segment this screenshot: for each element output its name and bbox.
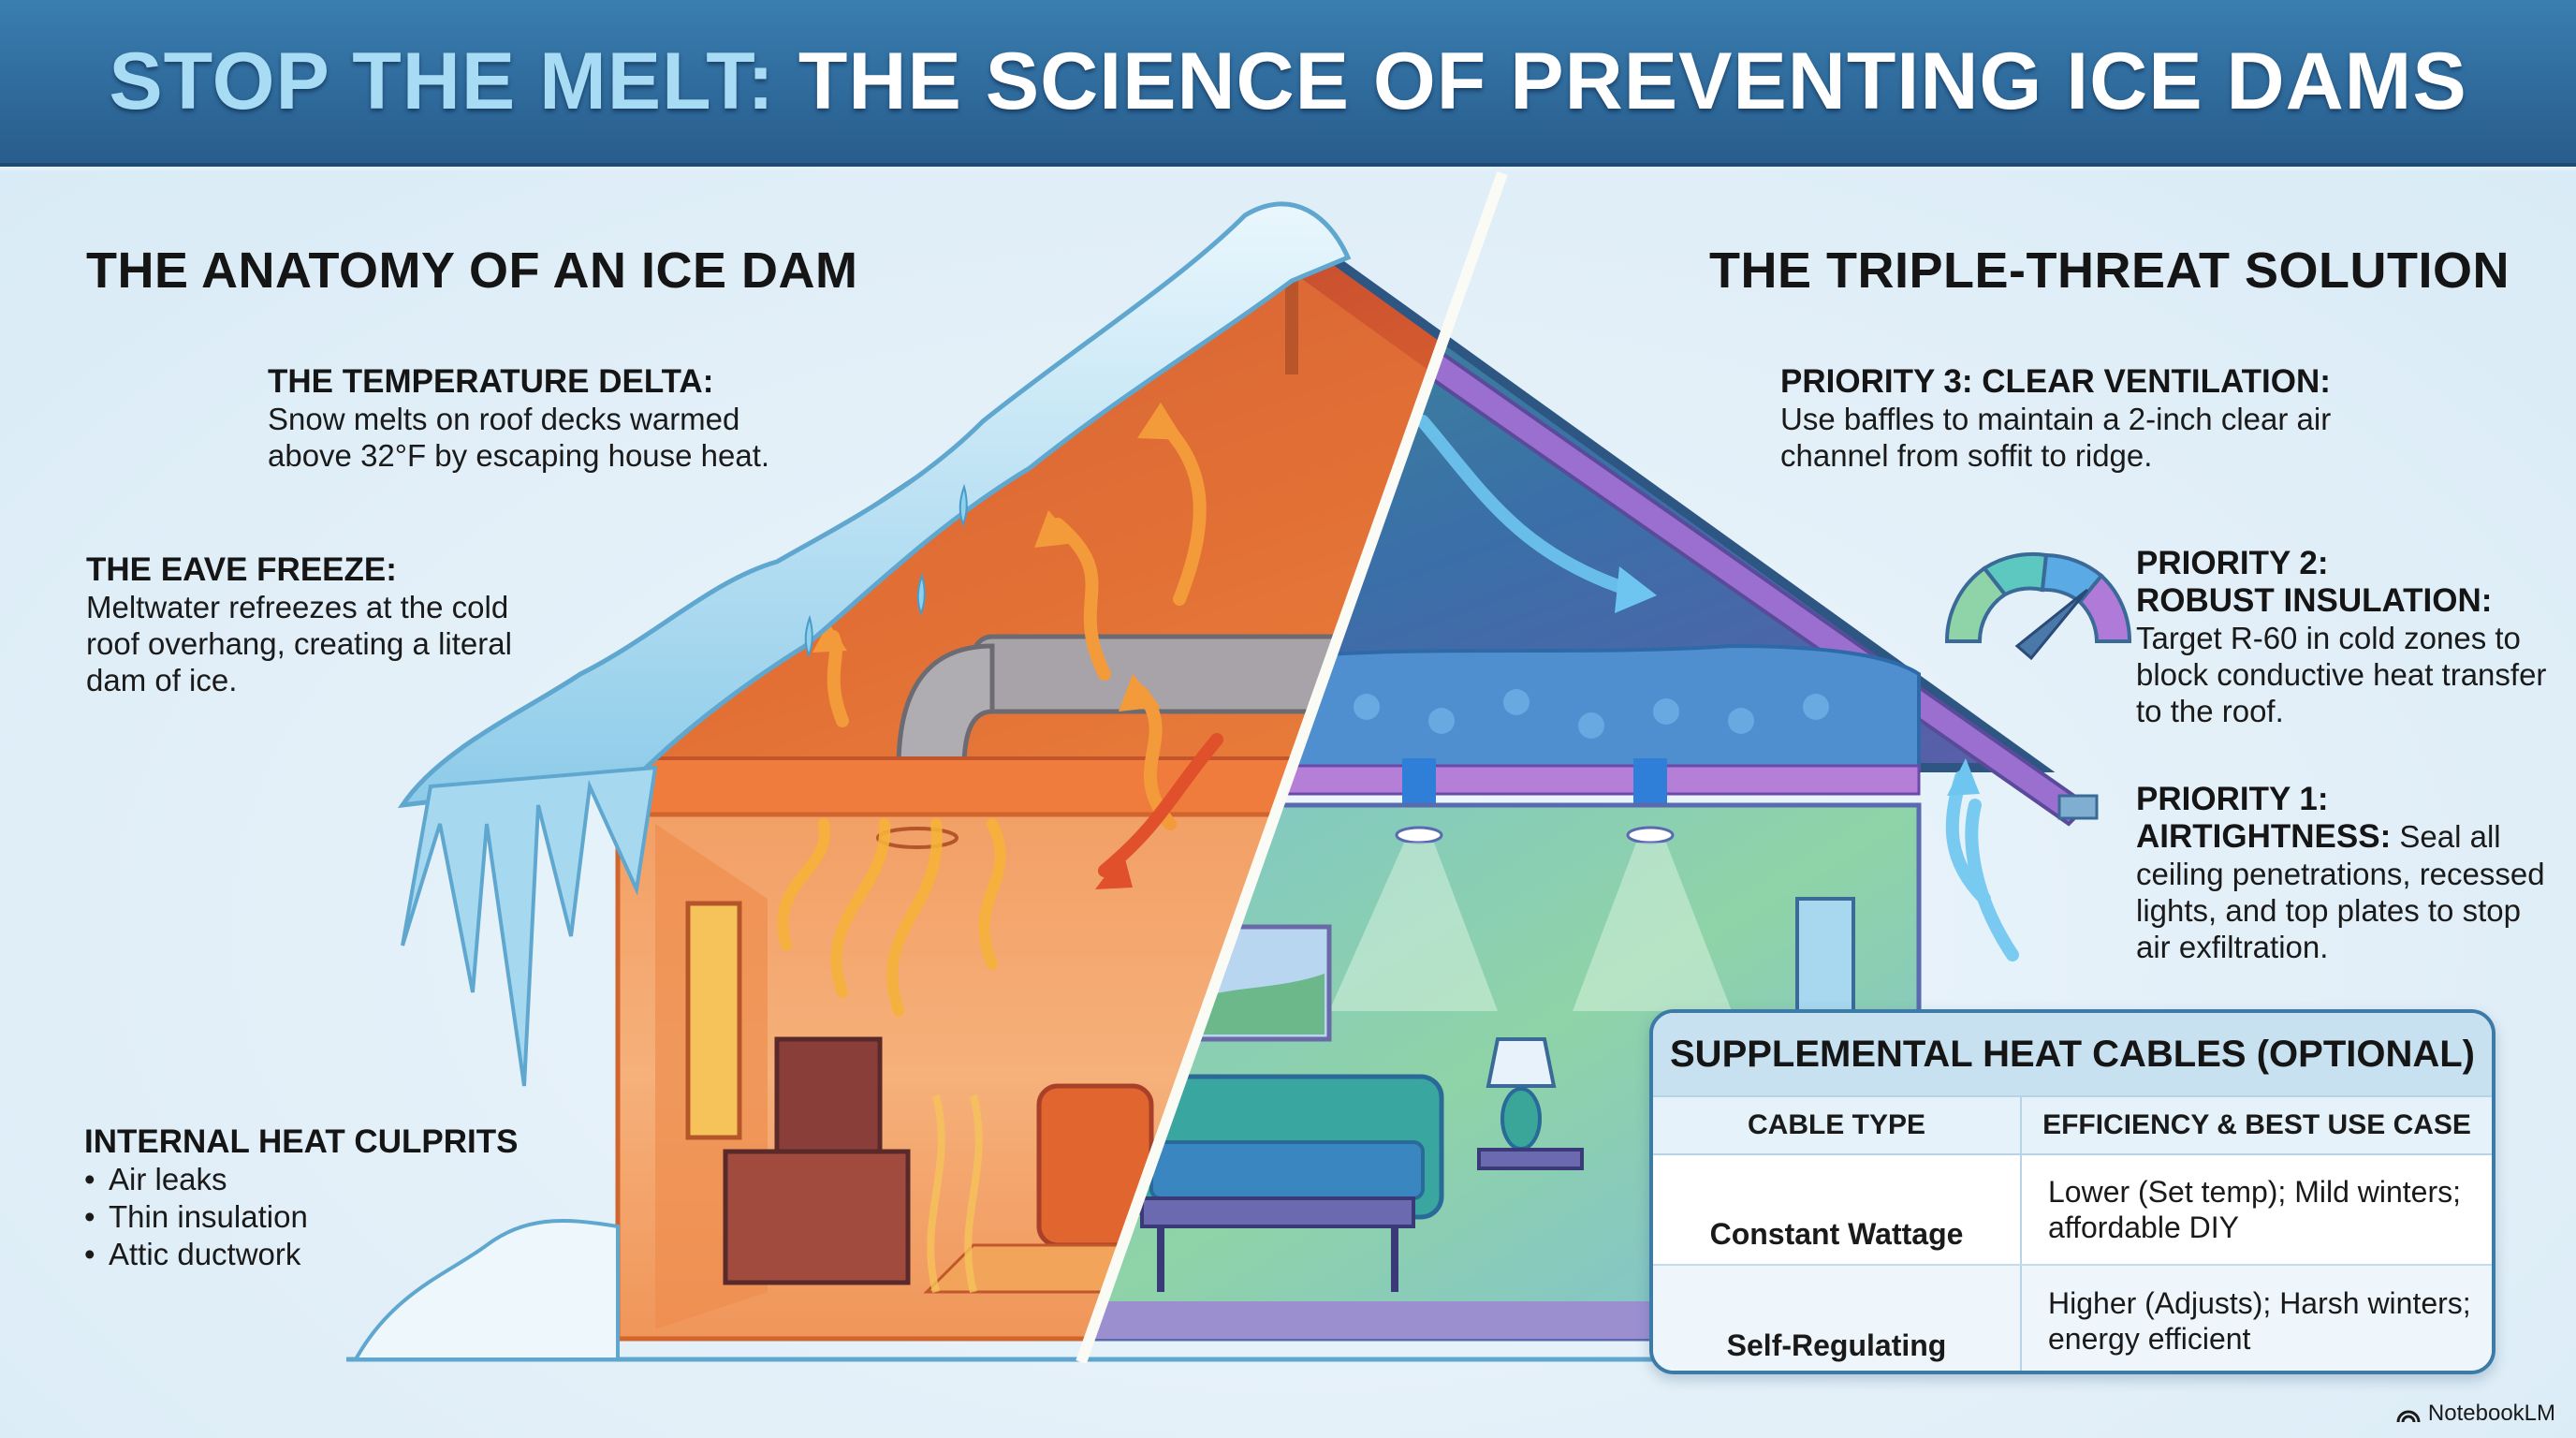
temperature-delta-body: Snow melts on roof decks warmed above 32… <box>268 402 770 473</box>
heat-cables-table: SUPPLEMENTAL HEAT CABLES (OPTIONAL) CABL… <box>1649 1009 2496 1374</box>
priority-1-body: ceiling penetrations, recessed lights, a… <box>2136 857 2545 964</box>
cable-efficiency-desc: Lower (Set temp); Mild winters; affordab… <box>2048 1175 2462 1244</box>
gauge-icon <box>1944 551 2132 661</box>
infographic-canvas: THE ANATOMY OF AN ICE DAM THE TEMPERATUR… <box>0 170 2576 1438</box>
culprits-list: Air leaks Thin insulation Attic ductwork <box>84 1161 534 1273</box>
notebooklm-logo-icon <box>2396 1410 2421 1423</box>
priority-2-block: PRIORITY 2: ROBUST INSULATION: Target R-… <box>2136 545 2548 729</box>
warm-house-half <box>352 201 1498 1361</box>
eave-freeze-block: THE EAVE FREEZE: Meltwater refreezes at … <box>86 551 517 698</box>
notebooklm-watermark: NotebookLM <box>2396 1401 2555 1427</box>
heat-cables-title: SUPPLEMENTAL HEAT CABLES (OPTIONAL) <box>1653 1013 2492 1095</box>
column-header-efficiency: EFFICIENCY & BEST USE CASE <box>2042 1109 2471 1140</box>
priority-2-title-line1: PRIORITY 2: <box>2136 545 2329 581</box>
page-title: STOP THE MELT: THE SCIENCE OF PREVENTING… <box>109 36 2466 128</box>
eave-freeze-body: Meltwater refreezes at the cold roof ove… <box>86 590 512 697</box>
cable-type-name: Constant Wattage <box>1709 1216 1964 1251</box>
table-row: Self-Regulating Higher (Adjusts); Harsh … <box>1653 1266 2492 1371</box>
priority-3-body: Use baffles to maintain a 2-inch clear a… <box>1780 402 2332 473</box>
cable-efficiency-desc: Higher (Adjusts); Harsh winters; energy … <box>2048 1286 2471 1356</box>
priority-3-block: PRIORITY 3: CLEAR VENTILATION: Use baffl… <box>1780 363 2361 474</box>
priority-2-body: Target R-60 in cold zones to block condu… <box>2136 621 2547 728</box>
house-cross-section-illustration <box>346 170 2132 1365</box>
internal-heat-culprits-block: INTERNAL HEAT CULPRITS Air leaks Thin in… <box>84 1123 534 1273</box>
cable-type-name: Self-Regulating <box>1726 1328 1947 1362</box>
right-section-title: THE TRIPLE-THREAT SOLUTION <box>1709 242 2510 299</box>
culprit-item: Thin insulation <box>84 1198 534 1236</box>
priority-1-body-inline: Seal all <box>2391 819 2501 854</box>
priority-1-title-line2: AIRTIGHTNESS: <box>2136 818 2392 855</box>
priority-3-title: PRIORITY 3: CLEAR VENTILATION: <box>1780 363 2331 400</box>
title-banner: STOP THE MELT: THE SCIENCE OF PREVENTING… <box>0 0 2576 167</box>
priority-1-title-line1: PRIORITY 1: <box>2136 781 2329 817</box>
title-main: THE SCIENCE OF PREVENTING ICE DAMS <box>774 36 2467 126</box>
priority-1-block: PRIORITY 1: AIRTIGHTNESS: Seal all ceili… <box>2136 781 2548 965</box>
title-accent: STOP THE MELT: <box>109 36 775 126</box>
culprit-item: Air leaks <box>84 1161 534 1198</box>
watermark-label: NotebookLM <box>2427 1401 2555 1426</box>
temperature-delta-block: THE TEMPERATURE DELTA: Snow melts on roo… <box>268 363 792 474</box>
column-header-cable-type: CABLE TYPE <box>1653 1097 2022 1153</box>
priority-2-title-line2: ROBUST INSULATION: <box>2136 582 2493 619</box>
table-row: Constant Wattage Lower (Set temp); Mild … <box>1653 1155 2492 1266</box>
culprits-title: INTERNAL HEAT CULPRITS <box>84 1123 519 1160</box>
culprit-item: Attic ductwork <box>84 1236 534 1273</box>
eave-freeze-title: THE EAVE FREEZE: <box>86 551 397 588</box>
left-section-title: THE ANATOMY OF AN ICE DAM <box>86 242 858 299</box>
temperature-delta-title: THE TEMPERATURE DELTA: <box>268 363 714 400</box>
table-header-row: CABLE TYPE EFFICIENCY & BEST USE CASE <box>1653 1095 2492 1155</box>
